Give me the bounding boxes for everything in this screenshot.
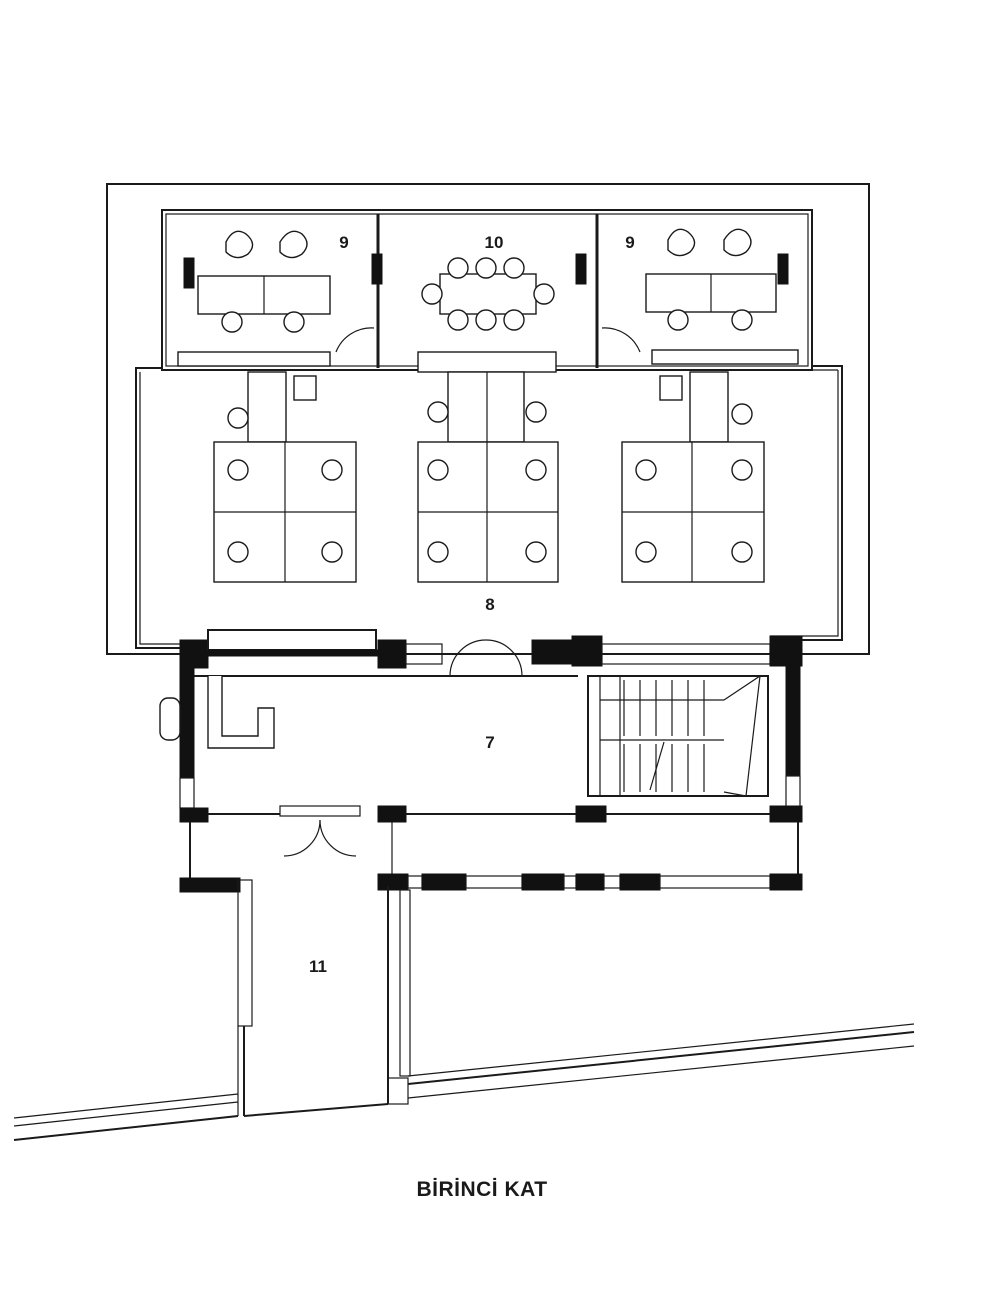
open-office [135, 351, 843, 649]
boundary-lines [13, 1023, 915, 1141]
room-9-right-furniture [645, 228, 777, 331]
outer-slab [106, 183, 870, 655]
workstation-left [213, 371, 357, 583]
workstation-center [417, 351, 559, 583]
room-label-9-left: 9 [339, 233, 348, 252]
room-9-left-furniture [197, 230, 331, 333]
room-label-9-right: 9 [625, 233, 634, 252]
workstation-right [621, 371, 765, 583]
room-label-7: 7 [485, 733, 494, 752]
room-label-8: 8 [485, 595, 494, 614]
room-label-11: 11 [309, 957, 327, 976]
room-10-furniture [421, 257, 555, 331]
lobby-core [159, 629, 803, 857]
room-label-10: 10 [485, 233, 504, 252]
lower-annex [237, 879, 411, 1117]
corridor [179, 822, 803, 893]
plan-caption: BİRİNCİ KAT [416, 1178, 547, 1201]
upper-offices-block [161, 209, 813, 371]
